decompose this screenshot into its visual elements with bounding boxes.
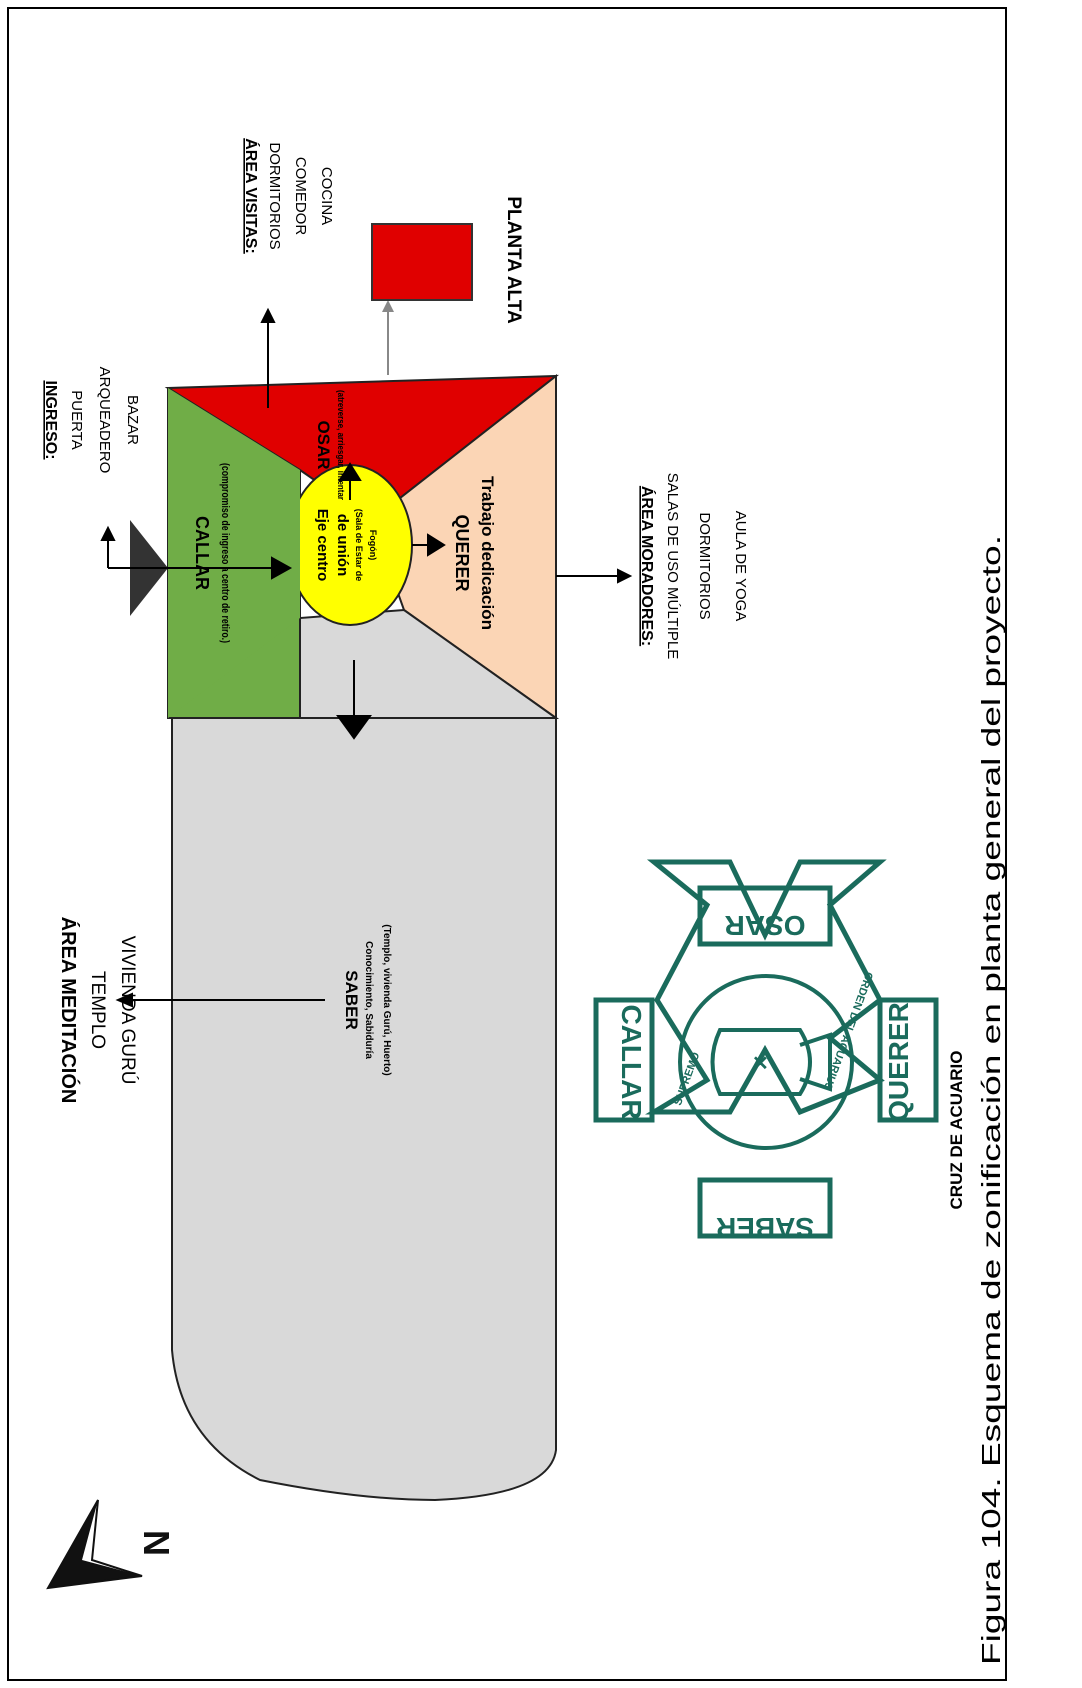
emblem-arm-callar-label: CALLAR xyxy=(616,1004,647,1119)
page-frame xyxy=(7,7,1007,1681)
emblem-arm-querer-label: QUERER xyxy=(883,1002,914,1122)
zone-saber-title: SABER xyxy=(342,970,361,1030)
emblem-vase-x: ✕ xyxy=(752,1053,769,1075)
zone-querer-title: QUERER xyxy=(452,514,472,591)
emblem-arm-callar xyxy=(593,997,655,1123)
planta-alta-arrow-head xyxy=(382,300,394,312)
zone-eje-line4: Fogón) xyxy=(368,530,378,561)
visitas-title: ÁREA VISITAS: xyxy=(242,138,261,254)
ingreso-item-1: PUERTA xyxy=(68,390,85,449)
zone-callar-desc: (compromiso de ingreso a centro de retir… xyxy=(219,463,231,643)
zone-saber-desc2: (Templo, vivienda Gurú, Huerto) xyxy=(381,924,392,1076)
figure-caption: Figura 104. Esquema de zonificación en p… xyxy=(976,535,1006,1665)
ingreso-item-2: ARQUEADERO xyxy=(96,367,113,474)
moradores-item-1: SALAS DE USO MÚLTIPLE xyxy=(664,473,681,659)
emblem-arm-osar xyxy=(697,885,833,947)
zone-saber-wedge xyxy=(299,608,560,719)
visitas-item-3: COCINA xyxy=(318,167,335,225)
meditacion-item-2: VIVIENDA GURÚ xyxy=(117,936,139,1085)
zone-osar-desc: (atreverse, arriesgar, intentar xyxy=(336,390,346,500)
planta-alta-label: PLANTA ALTA xyxy=(503,196,524,324)
zone-osar-title: OSAR xyxy=(314,420,333,469)
entrance-arrow-head xyxy=(100,525,116,541)
zone-saber xyxy=(171,717,557,1502)
callar-to-eje-head xyxy=(271,556,293,580)
zone-querer-desc: Trabajo dedicación xyxy=(478,476,497,630)
zone-callar-title: CALLAR xyxy=(192,516,212,590)
north-letter: N xyxy=(136,1530,177,1556)
visitas-item-1: DORMITORIOS xyxy=(266,142,283,249)
emblem-ring xyxy=(678,974,854,1150)
meditacion-arrow-head xyxy=(115,992,133,1008)
zone-eje-line1: Eje centro xyxy=(314,509,331,582)
moradores-item-2: DORMITORIOS xyxy=(696,512,713,619)
planta-alta-box xyxy=(371,223,473,301)
north-arrow-outline xyxy=(46,1499,143,1590)
emblem-arm-saber xyxy=(697,1177,833,1239)
eje-osar-head xyxy=(338,462,362,481)
zone-eje-line3: (Sala de Estar de xyxy=(354,509,364,582)
emblem-arm-querer xyxy=(877,997,939,1123)
eje-querer-head xyxy=(427,533,446,557)
ingreso-item-3: BAZAR xyxy=(124,395,141,445)
north-arrow: N xyxy=(46,1499,177,1590)
meditacion-item-1: TEMPLO xyxy=(87,971,108,1049)
zone-callar-diagonal xyxy=(168,388,300,718)
ingreso-title: INGRESO: xyxy=(42,380,59,459)
visitas-item-2: COMEDOR xyxy=(292,157,309,236)
visitas-arrow-head xyxy=(260,307,276,323)
emblem-ring-top: ORDEN DEL ACUARIUS xyxy=(821,970,875,1092)
moradores-arrow-head xyxy=(617,568,633,584)
zone-saber-desc1: Conocimiento, Sabiduría xyxy=(363,941,374,1059)
emblem-caption: CRUZ DE ACUARIO xyxy=(947,1051,966,1210)
moradores-item-3: AULA DE YOGA xyxy=(732,511,749,622)
north-arrow-icon xyxy=(48,1500,142,1588)
emblem-vase-neck xyxy=(799,1032,832,1092)
emblem-arm-osar-label: OSAR xyxy=(725,910,806,941)
zone-eje-line2: de unión xyxy=(334,514,351,577)
moradores-title: ÁREA MORADORES: xyxy=(638,486,657,646)
eje-saber-head xyxy=(336,715,372,740)
emblem-arm-saber-label: SABER xyxy=(716,1212,814,1243)
meditacion-title: ÁREA MEDITACIÓN xyxy=(57,917,81,1104)
aquarius-cross-emblem: ✕ CALLAR QUERER OSAR SABER ORDEN DEL ACU… xyxy=(593,859,966,1243)
arrows xyxy=(100,300,633,1008)
